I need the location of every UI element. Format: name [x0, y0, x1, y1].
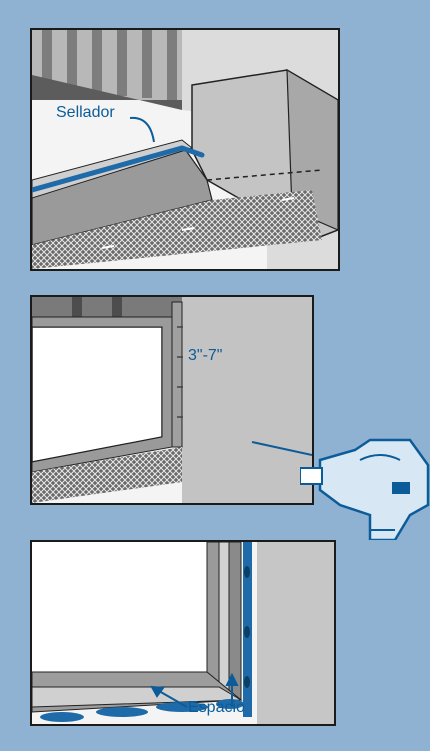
window-frame: [32, 297, 183, 473]
panel-1-illustration: [32, 30, 338, 269]
gap-arrows: [150, 672, 239, 708]
wall-surface: [257, 542, 334, 724]
sealant-bead: [32, 145, 205, 193]
sealant-horizontal: [40, 699, 244, 722]
drill-icon: [300, 438, 430, 540]
window-louvers: [32, 30, 182, 110]
panel-drill-measure: [30, 295, 314, 505]
mesh-lath: [32, 447, 182, 503]
panel-gap-sealant: [30, 540, 336, 726]
panel-sealant-flashing: [30, 28, 340, 271]
sealant-leader: [129, 116, 155, 143]
mesh-lath: [32, 190, 322, 269]
sealant-label: Sellador: [56, 104, 115, 121]
gap-label: Espacio: [188, 699, 245, 716]
dimension-label: 3"-7": [188, 347, 223, 364]
panel-2-illustration: [32, 297, 312, 503]
wall-surface: [182, 297, 312, 503]
panel-3-illustration: [32, 542, 334, 724]
